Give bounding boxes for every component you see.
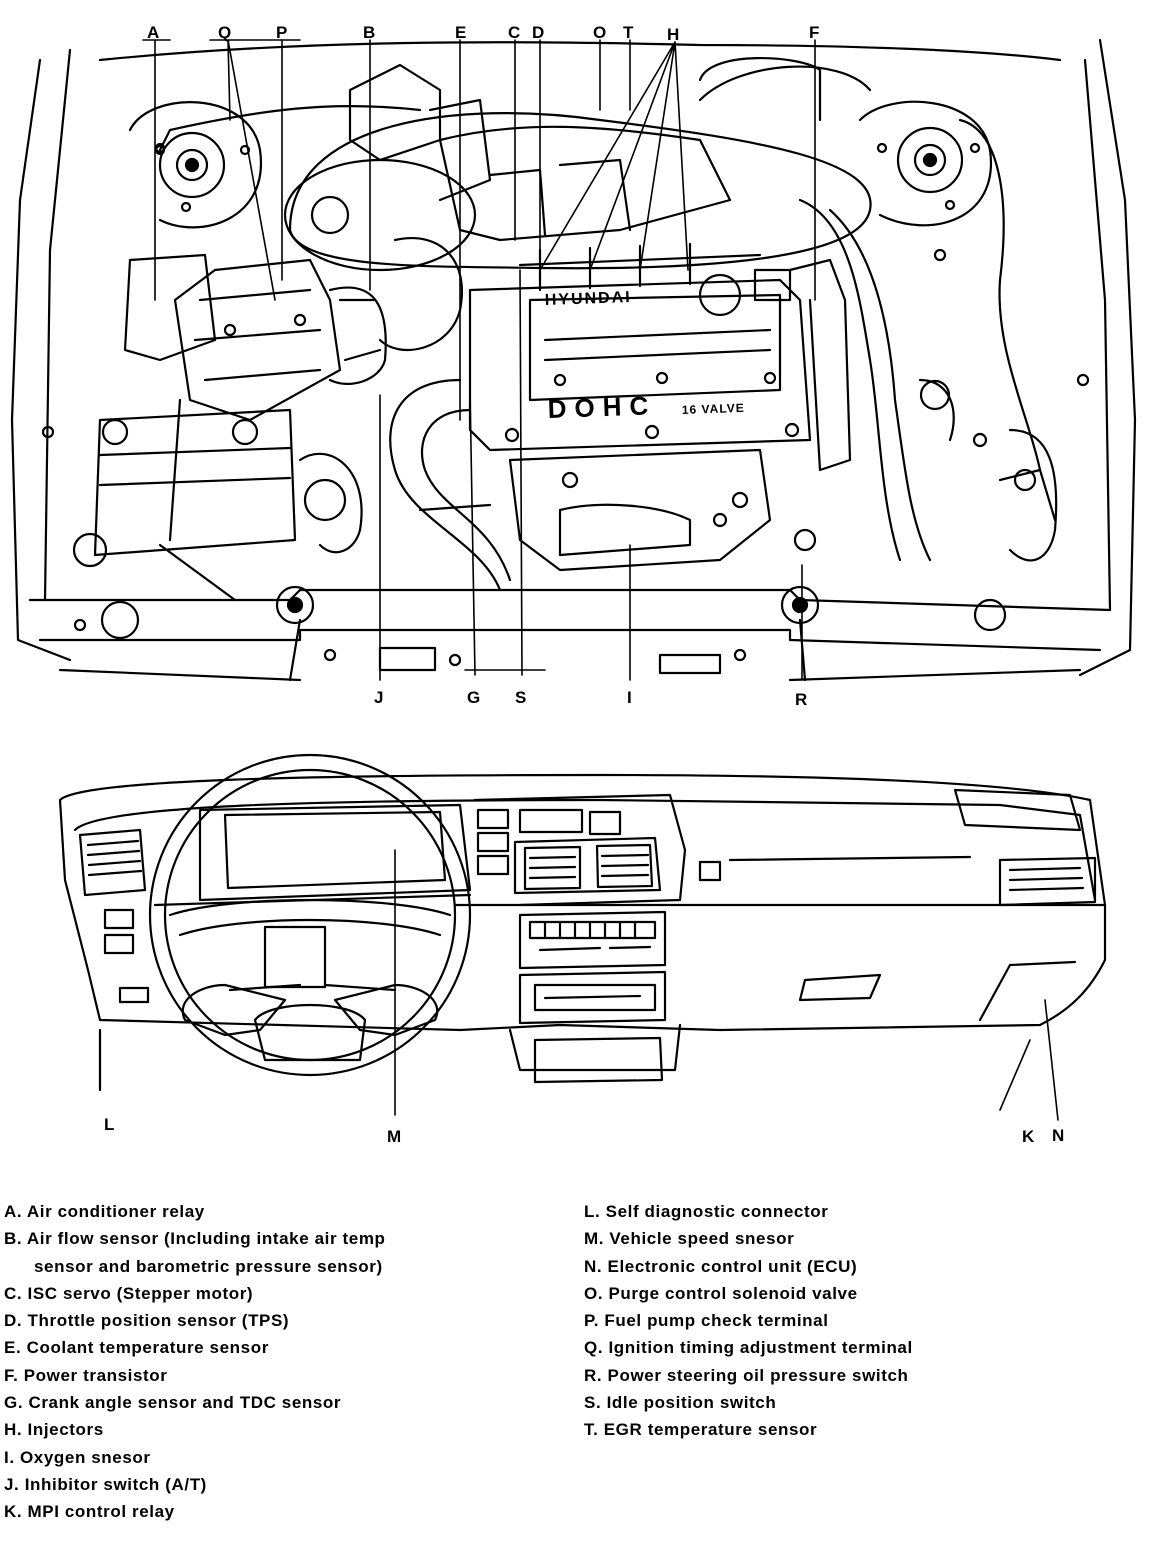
legend-item-d: D. Throttle position sensor (TPS) xyxy=(4,1311,290,1331)
callout-p: P xyxy=(276,23,287,42)
callout-a: A xyxy=(147,23,159,42)
legend-item-a: A. Air conditioner relay xyxy=(4,1202,205,1221)
callout-q: Q xyxy=(218,23,231,42)
callout-m: M xyxy=(387,1127,401,1146)
callout-i: I xyxy=(627,688,632,707)
legend-item-n: N. Electronic control unit (ECU) xyxy=(584,1256,858,1276)
dash-leader-lines xyxy=(394,849,1059,1121)
legend-item-f: F. Power transistor xyxy=(4,1365,168,1385)
legend-item-j: J. Inhibitor switch (A/T) xyxy=(4,1474,207,1494)
callout-e: E xyxy=(455,23,466,42)
engine-bay-drawing xyxy=(10,38,1137,682)
callout-d: D xyxy=(532,23,544,42)
legend-item-l: L. Self diagnostic connector xyxy=(584,1202,829,1221)
legend-item-m: M. Vehicle speed snesor xyxy=(584,1229,795,1249)
callout-l: L xyxy=(104,1115,114,1134)
legend-item-b-continued: sensor and barometric pressure sensor) xyxy=(34,1256,383,1276)
callout-s: S xyxy=(515,688,526,707)
hyundai-logo: HYUNDAI xyxy=(545,289,632,309)
legend-item-s: S. Idle position switch xyxy=(584,1393,777,1413)
callout-h: H xyxy=(667,25,679,44)
callout-j: J xyxy=(374,688,383,707)
legend-item-h: H. Injectors xyxy=(4,1420,104,1440)
callout-b: B xyxy=(363,23,375,42)
callout-c: C xyxy=(508,23,520,42)
legend-item-t: T. EGR temperature sensor xyxy=(584,1420,818,1440)
callout-k: K xyxy=(1022,1127,1035,1146)
engine-leader-lines xyxy=(142,39,816,681)
engine-markings: HYUNDAI DOHC 16 VALVE xyxy=(545,289,745,424)
legend-item-e: E. Coolant temperature sensor xyxy=(4,1338,269,1358)
dohc-marking: DOHC xyxy=(547,390,657,424)
legend-item-o: O. Purge control solenoid valve xyxy=(584,1283,858,1303)
legend-item-g: G. Crank angle sensor and TDC sensor xyxy=(4,1393,342,1413)
dashboard-drawing xyxy=(58,753,1107,1092)
valve-marking: 16 VALVE xyxy=(682,401,745,417)
callout-g: G xyxy=(467,688,480,707)
legend-item-q: Q. Ignition timing adjustment terminal xyxy=(584,1338,913,1358)
callout-f: F xyxy=(809,23,819,42)
callout-r: R xyxy=(795,690,807,709)
legend-item-p: P. Fuel pump check terminal xyxy=(584,1311,829,1331)
legend-right: L. Self diagnostic connector M. Vehicle … xyxy=(584,1198,913,1444)
legend-item-c: C. ISC servo (Stepper motor) xyxy=(4,1283,254,1303)
legend-item-i: I. Oxygen snesor xyxy=(4,1447,151,1467)
callout-o: O xyxy=(593,23,606,42)
legend-item-r: R. Power steering oil pressure switch xyxy=(584,1365,909,1385)
callout-t: T xyxy=(623,23,634,42)
legend-item-k: K. MPI control relay xyxy=(4,1502,175,1522)
callout-n: N xyxy=(1052,1126,1064,1145)
legend-item-b: B. Air flow sensor (Including intake air… xyxy=(4,1229,386,1249)
legend-left: A. Air conditioner relay B. Air flow sen… xyxy=(4,1198,386,1526)
